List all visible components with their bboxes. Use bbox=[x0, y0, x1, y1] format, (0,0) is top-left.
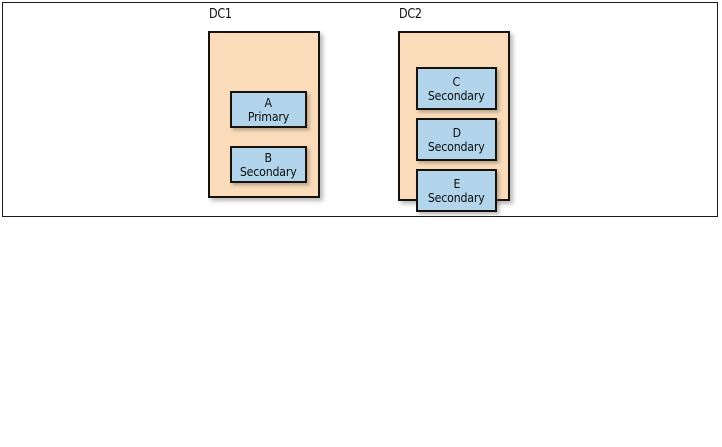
node-box-c: C Secondary bbox=[416, 67, 497, 110]
node-name-d: D bbox=[452, 124, 461, 140]
node-name-b: B bbox=[264, 149, 273, 165]
node-name-c: C bbox=[452, 73, 461, 89]
datacenter-group-dc1: DC1 A Primary B Secondary bbox=[208, 7, 328, 207]
datacenter-box-dc2: C Secondary D Secondary E Secondary bbox=[398, 31, 510, 212]
node-name-a: A bbox=[264, 94, 273, 110]
node-box-b: B Secondary bbox=[230, 146, 307, 183]
node-box-d: D Secondary bbox=[416, 118, 497, 161]
datacenter-box-dc1: A Primary B Secondary bbox=[208, 31, 320, 198]
datacenter-group-dc2: DC2 C Secondary D Secondary E Secondary bbox=[398, 7, 518, 212]
datacenter-label-dc1: DC1 bbox=[209, 7, 232, 22]
node-box-e: E Secondary bbox=[416, 169, 497, 212]
node-role-c: Secondary bbox=[428, 87, 485, 103]
node-role-a: Primary bbox=[247, 108, 290, 124]
node-role-e: Secondary bbox=[428, 189, 485, 205]
node-role-b: Secondary bbox=[240, 163, 297, 179]
node-role-d: Secondary bbox=[428, 138, 485, 154]
node-name-e: E bbox=[453, 175, 460, 191]
node-box-a: A Primary bbox=[230, 91, 307, 128]
figure-frame: DC1 A Primary B Secondary DC2 C Secondar… bbox=[2, 2, 718, 217]
datacenter-label-dc2: DC2 bbox=[399, 7, 422, 22]
